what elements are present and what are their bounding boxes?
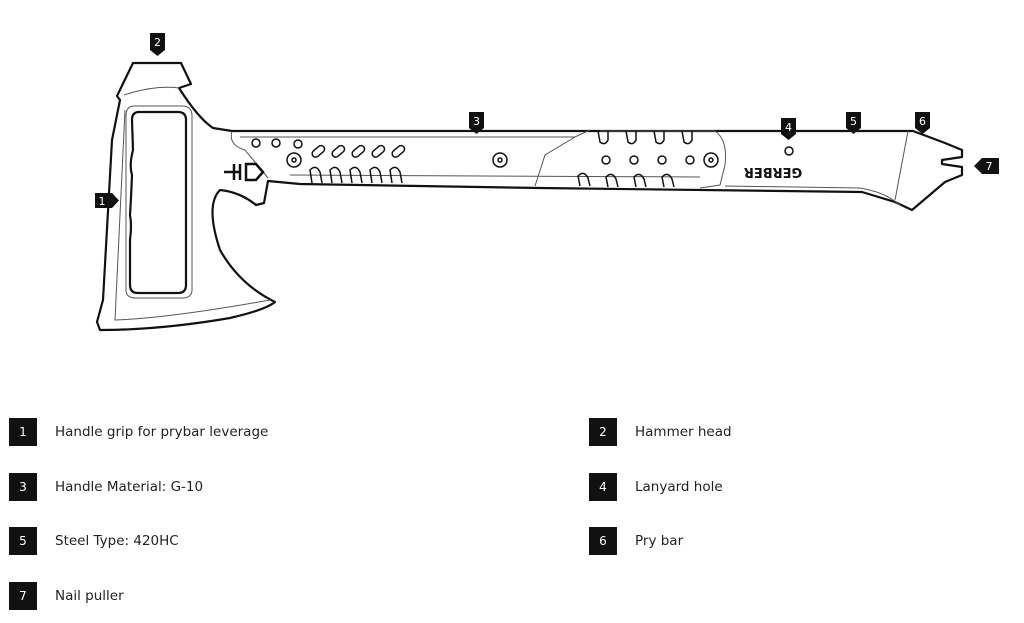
legend-item-6: 6 Pry bar bbox=[589, 527, 683, 555]
brand-logo: GERBER bbox=[744, 164, 802, 179]
svg-text:6: 6 bbox=[919, 115, 926, 128]
callout-3: 3 bbox=[469, 112, 484, 134]
legend-number-badge: 1 bbox=[9, 418, 37, 446]
legend-item-7: 7 Nail puller bbox=[9, 582, 124, 610]
legend-label: Handle Material: G-10 bbox=[55, 479, 204, 495]
callout-2: 2 bbox=[150, 33, 165, 56]
handle-slots bbox=[311, 144, 406, 158]
axe-detail-lines bbox=[114, 86, 909, 321]
callout-4: 4 bbox=[781, 118, 796, 140]
callout-6: 6 bbox=[915, 112, 930, 134]
svg-text:4: 4 bbox=[785, 121, 792, 134]
legend-label: Steel Type: 420HC bbox=[55, 533, 179, 549]
axe-outline bbox=[95, 61, 964, 332]
svg-text:3: 3 bbox=[473, 115, 480, 128]
svg-text:5: 5 bbox=[850, 115, 857, 128]
callout-7: 7 bbox=[974, 158, 999, 174]
gerber-logo-icon bbox=[224, 162, 265, 182]
legend-number-badge: 2 bbox=[589, 418, 617, 446]
legend-number-badge: 7 bbox=[9, 582, 37, 610]
legend-label: Nail puller bbox=[55, 588, 124, 604]
legend-label: Handle grip for prybar leverage bbox=[55, 424, 269, 440]
legend-item-2: 2 Hammer head bbox=[589, 418, 732, 446]
lanyard-hole bbox=[784, 146, 794, 156]
svg-text:1: 1 bbox=[99, 195, 106, 208]
legend-number-badge: 4 bbox=[589, 473, 617, 501]
legend-item-5: 5 Steel Type: 420HC bbox=[9, 527, 179, 555]
legend-label: Lanyard hole bbox=[635, 479, 723, 495]
svg-text:7: 7 bbox=[986, 160, 993, 173]
legend-label: Hammer head bbox=[635, 424, 732, 440]
legend-item-3: 3 Handle Material: G-10 bbox=[9, 473, 203, 501]
legend-label: Pry bar bbox=[635, 533, 684, 549]
handle-holes bbox=[251, 130, 794, 188]
axe-diagram: GERBER 1 2 3 4 5 6 7 bbox=[95, 33, 999, 332]
svg-text:2: 2 bbox=[154, 36, 161, 49]
legend-number-badge: 6 bbox=[589, 527, 617, 555]
legend-number-badge: 3 bbox=[9, 473, 37, 501]
callout-5: 5 bbox=[846, 112, 861, 134]
legend-number-badge: 5 bbox=[9, 527, 37, 555]
legend-item-4: 4 Lanyard hole bbox=[589, 473, 723, 501]
callout-1: 1 bbox=[95, 193, 119, 208]
legend-item-1: 1 Handle grip for prybar leverage bbox=[9, 418, 268, 446]
